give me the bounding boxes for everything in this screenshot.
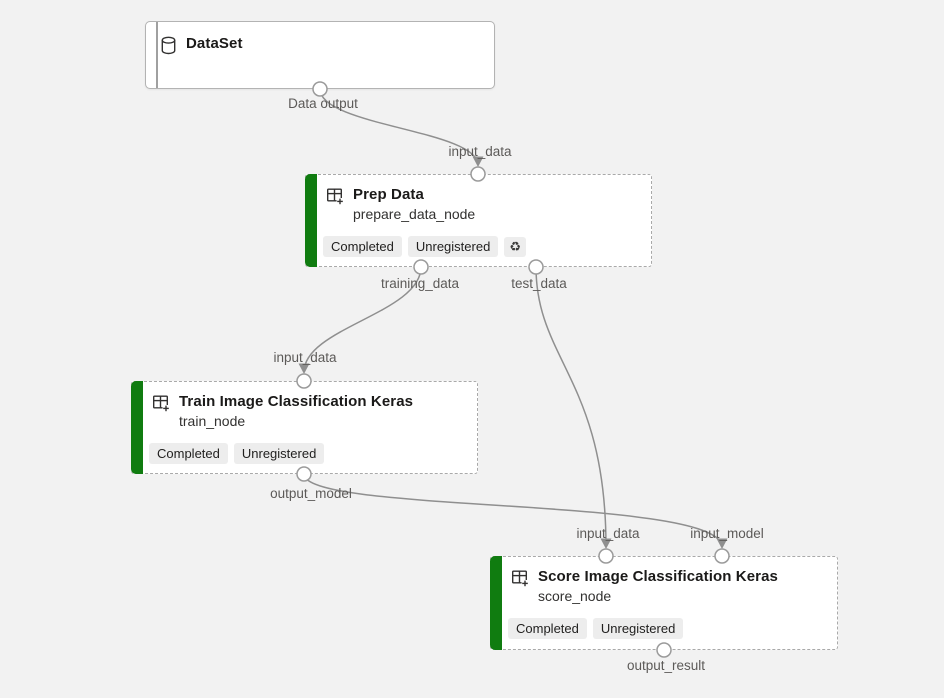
port-label-output-result: output_result [626,658,706,673]
port-train-output-model[interactable] [296,466,312,482]
node-train[interactable]: Train Image Classification Keras train_n… [131,381,478,474]
arrowhead-train-input [298,363,310,374]
port-prep-test-data[interactable] [528,259,544,275]
status-badge-unregistered: Unregistered [233,443,325,464]
port-label-prep-input-data: input_data [448,144,512,159]
node-dataset[interactable]: DataSet [145,21,495,89]
node-title: Prep Data [353,186,424,203]
database-icon [160,36,177,60]
status-badge-completed: Completed [323,236,402,257]
node-subtitle: score_node [538,588,612,604]
node-subtitle: prepare_data_node [353,206,476,222]
node-title: DataSet [186,35,243,52]
port-label-data-output: Data output [288,96,358,111]
port-label-score-input-data: input_data [576,526,640,541]
edge-dataset-to-prep[interactable] [319,88,479,166]
arrowhead-prep-input [472,156,484,167]
port-prep-training-data[interactable] [413,259,429,275]
status-badge-completed: Completed [508,618,587,639]
edge-prep-to-score[interactable] [535,266,607,548]
port-score-input-model[interactable] [714,548,730,564]
status-badge-completed: Completed [149,443,228,464]
status-accent-bar [490,556,502,650]
component-icon [511,569,529,592]
port-prep-input-data[interactable] [470,166,486,182]
dataset-accent-line [156,22,158,88]
node-score[interactable]: Score Image Classification Keras score_n… [490,556,838,650]
status-badge-unregistered: Unregistered [407,236,499,257]
port-train-input-data[interactable] [296,373,312,389]
component-icon [152,394,170,417]
edge-prep-to-train[interactable] [303,266,422,373]
arrowhead-score-input-data [600,538,612,549]
arrowhead-score-input-model [716,538,728,549]
port-label-score-input-model: input_model [690,526,764,541]
status-accent-bar [305,174,317,267]
edge-train-to-score[interactable] [303,473,723,548]
port-label-training-data: training_data [380,276,460,291]
port-score-output-result[interactable] [656,642,672,658]
status-badge-unregistered: Unregistered [592,618,684,639]
component-icon [326,187,344,210]
port-score-input-data[interactable] [598,548,614,564]
reused-output-icon: ♻ [504,236,526,257]
node-title: Train Image Classification Keras [179,393,414,410]
node-prep-data[interactable]: Prep Data prepare_data_node Completed Un… [305,174,652,267]
status-accent-bar [131,381,143,474]
port-label-test-data: test_data [511,276,567,291]
node-title: Score Image Classification Keras [538,568,778,585]
port-label-train-input-data: input_data [273,350,337,365]
node-subtitle: train_node [179,413,246,429]
port-dataset-data-output[interactable] [312,81,328,97]
port-label-output-model: output_model [270,486,352,501]
